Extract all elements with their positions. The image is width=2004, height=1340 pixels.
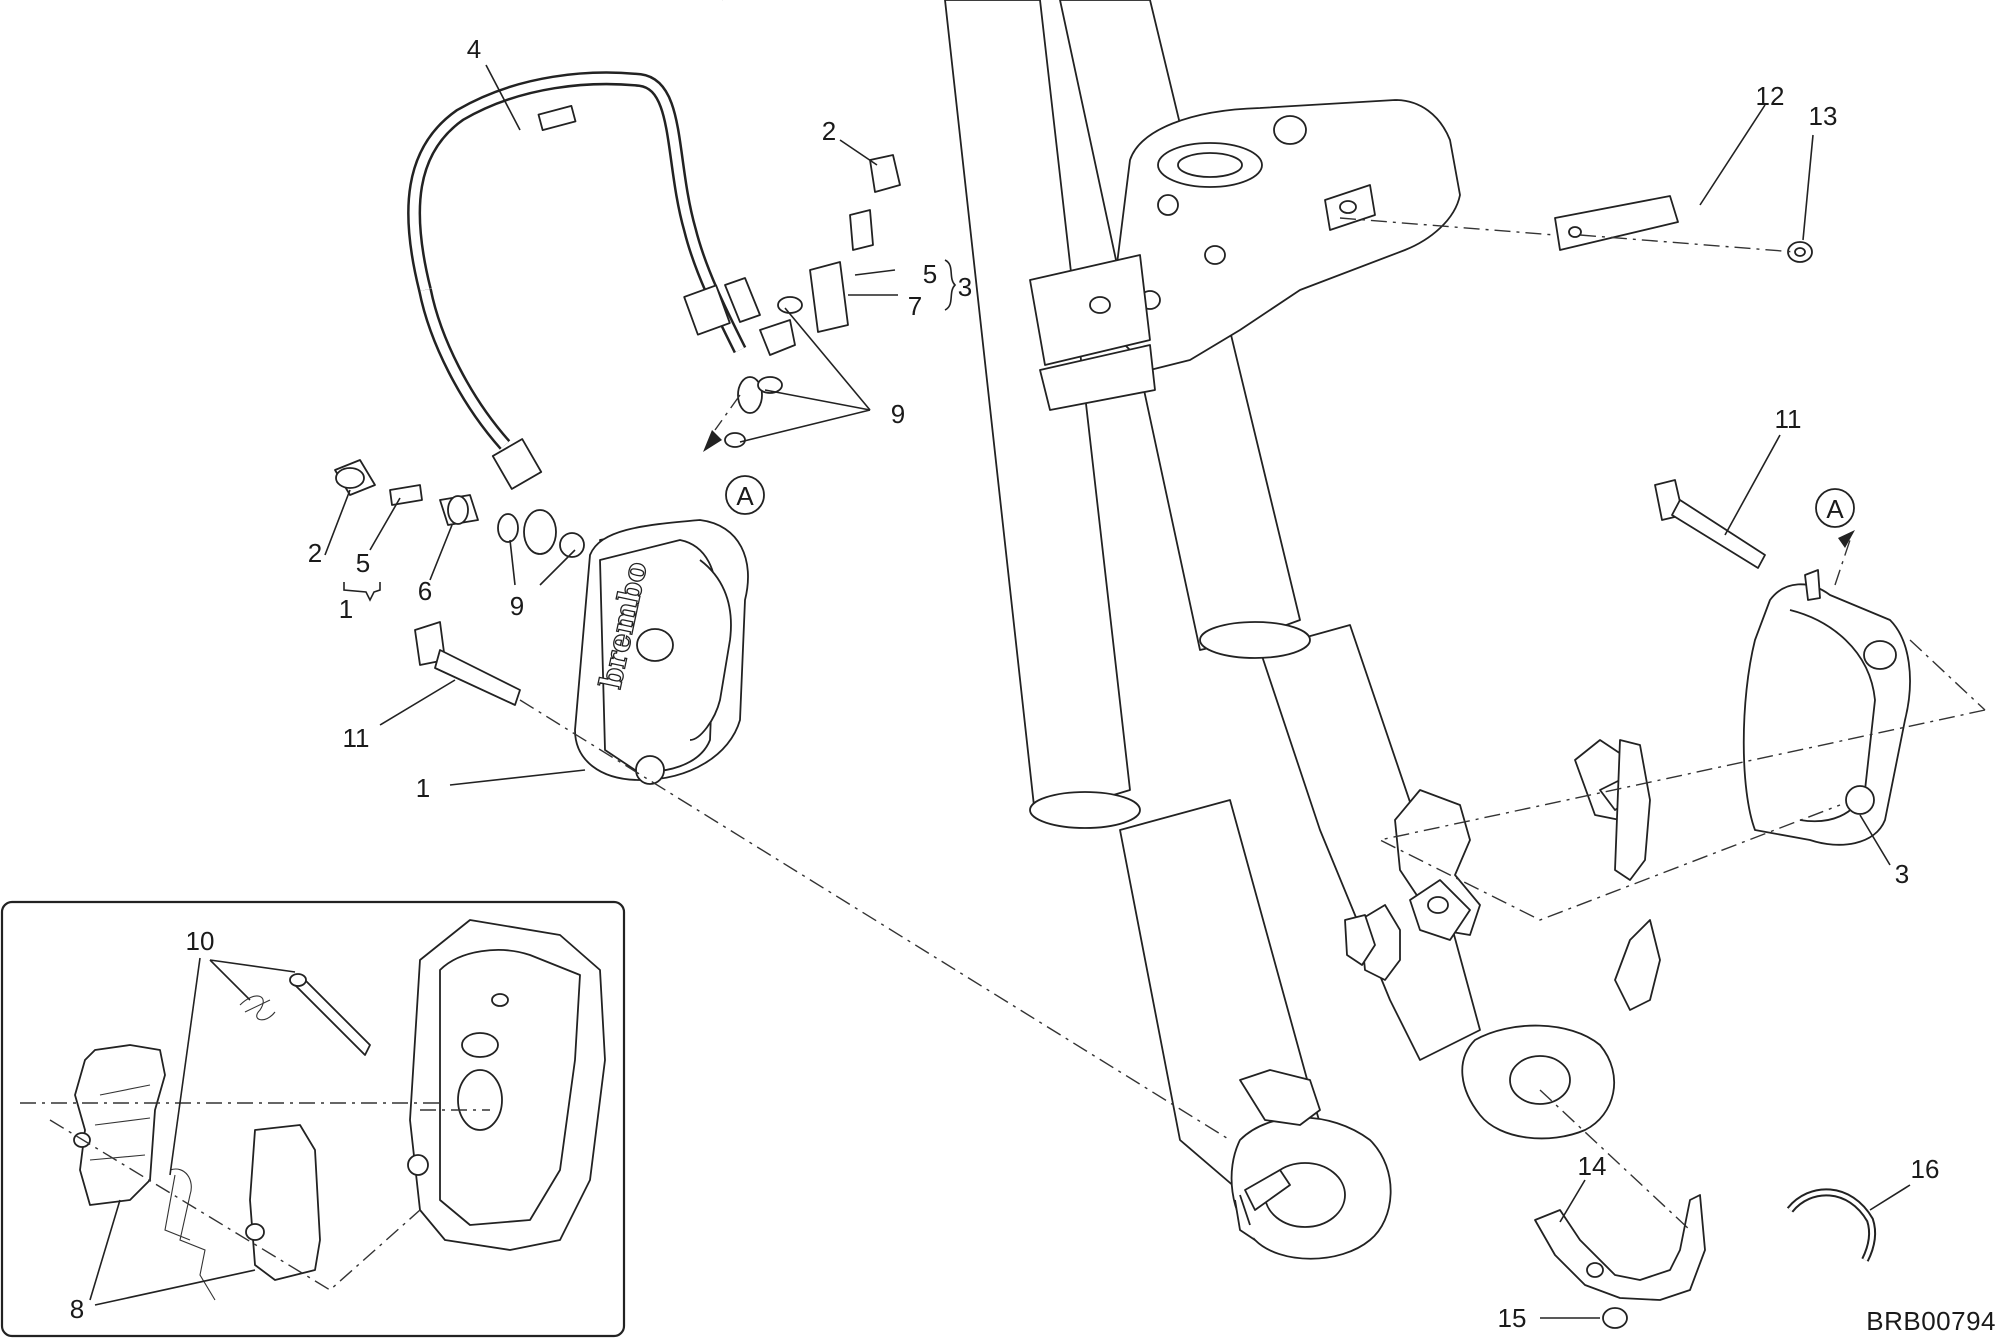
callout-7: 7 <box>908 291 922 321</box>
callout-5-lower: 5 <box>356 548 370 578</box>
assembly-lines <box>519 217 1986 1231</box>
view-marker-left-label: A <box>736 481 754 511</box>
callout-14: 14 <box>1578 1151 1607 1181</box>
view-marker-right-label: A <box>1826 494 1844 524</box>
callout-1: 1 <box>416 773 430 803</box>
callout-11-left: 11 <box>343 723 370 753</box>
front-fork-assembly <box>944 0 1661 1260</box>
callout-10: 10 <box>186 926 215 956</box>
callout-2-lower: 2 <box>308 538 322 568</box>
view-marker-left: A <box>725 475 765 515</box>
clip-16 <box>1786 1188 1877 1262</box>
callout-6: 6 <box>418 576 432 606</box>
caliper-bolt-left <box>414 621 521 706</box>
callout-9-upper: 9 <box>891 399 905 429</box>
callout-5-upper: 5 <box>923 259 937 289</box>
brake-hose-4 <box>407 71 763 555</box>
callout-13: 13 <box>1809 101 1838 131</box>
nut-13 <box>1787 241 1813 263</box>
leader-lines <box>324 64 1911 1319</box>
callout-1-small: 1 <box>339 594 353 624</box>
bracket-12 <box>1554 195 1679 251</box>
callout-16: 16 <box>1911 1154 1940 1184</box>
callout-15: 15 <box>1498 1303 1527 1333</box>
detail-inset: 10 8 <box>0 900 626 1338</box>
callout-11-right: 11 <box>1775 404 1802 434</box>
brake-caliper-right <box>1742 569 1911 846</box>
caliper-bleed-hardware-upper <box>724 154 901 448</box>
screw-15 <box>1602 1307 1628 1329</box>
callout-3-upper: 3 <box>958 272 972 302</box>
brake-caliper-left: brembo <box>574 519 749 785</box>
callout-4: 4 <box>467 34 481 64</box>
callout-8: 8 <box>70 1294 84 1324</box>
hose-guide-14 <box>1534 1194 1706 1301</box>
callout-3-right: 3 <box>1895 859 1909 889</box>
upper-brake-hose <box>695 0 796 356</box>
view-marker-right: A <box>1815 488 1855 528</box>
caliper-bolt-right <box>1654 479 1766 569</box>
callout-numbers: 4 2 5 3 7 9 2 5 1 6 9 11 1 12 13 11 3 14… <box>308 34 1940 1333</box>
caliper-bleed-hardware-left <box>334 459 631 566</box>
callout-12: 12 <box>1756 81 1785 111</box>
callout-9-lower: 9 <box>510 591 524 621</box>
drawing-code: BRB00794 <box>1866 1306 1996 1336</box>
callout-2-upper: 2 <box>822 116 836 146</box>
